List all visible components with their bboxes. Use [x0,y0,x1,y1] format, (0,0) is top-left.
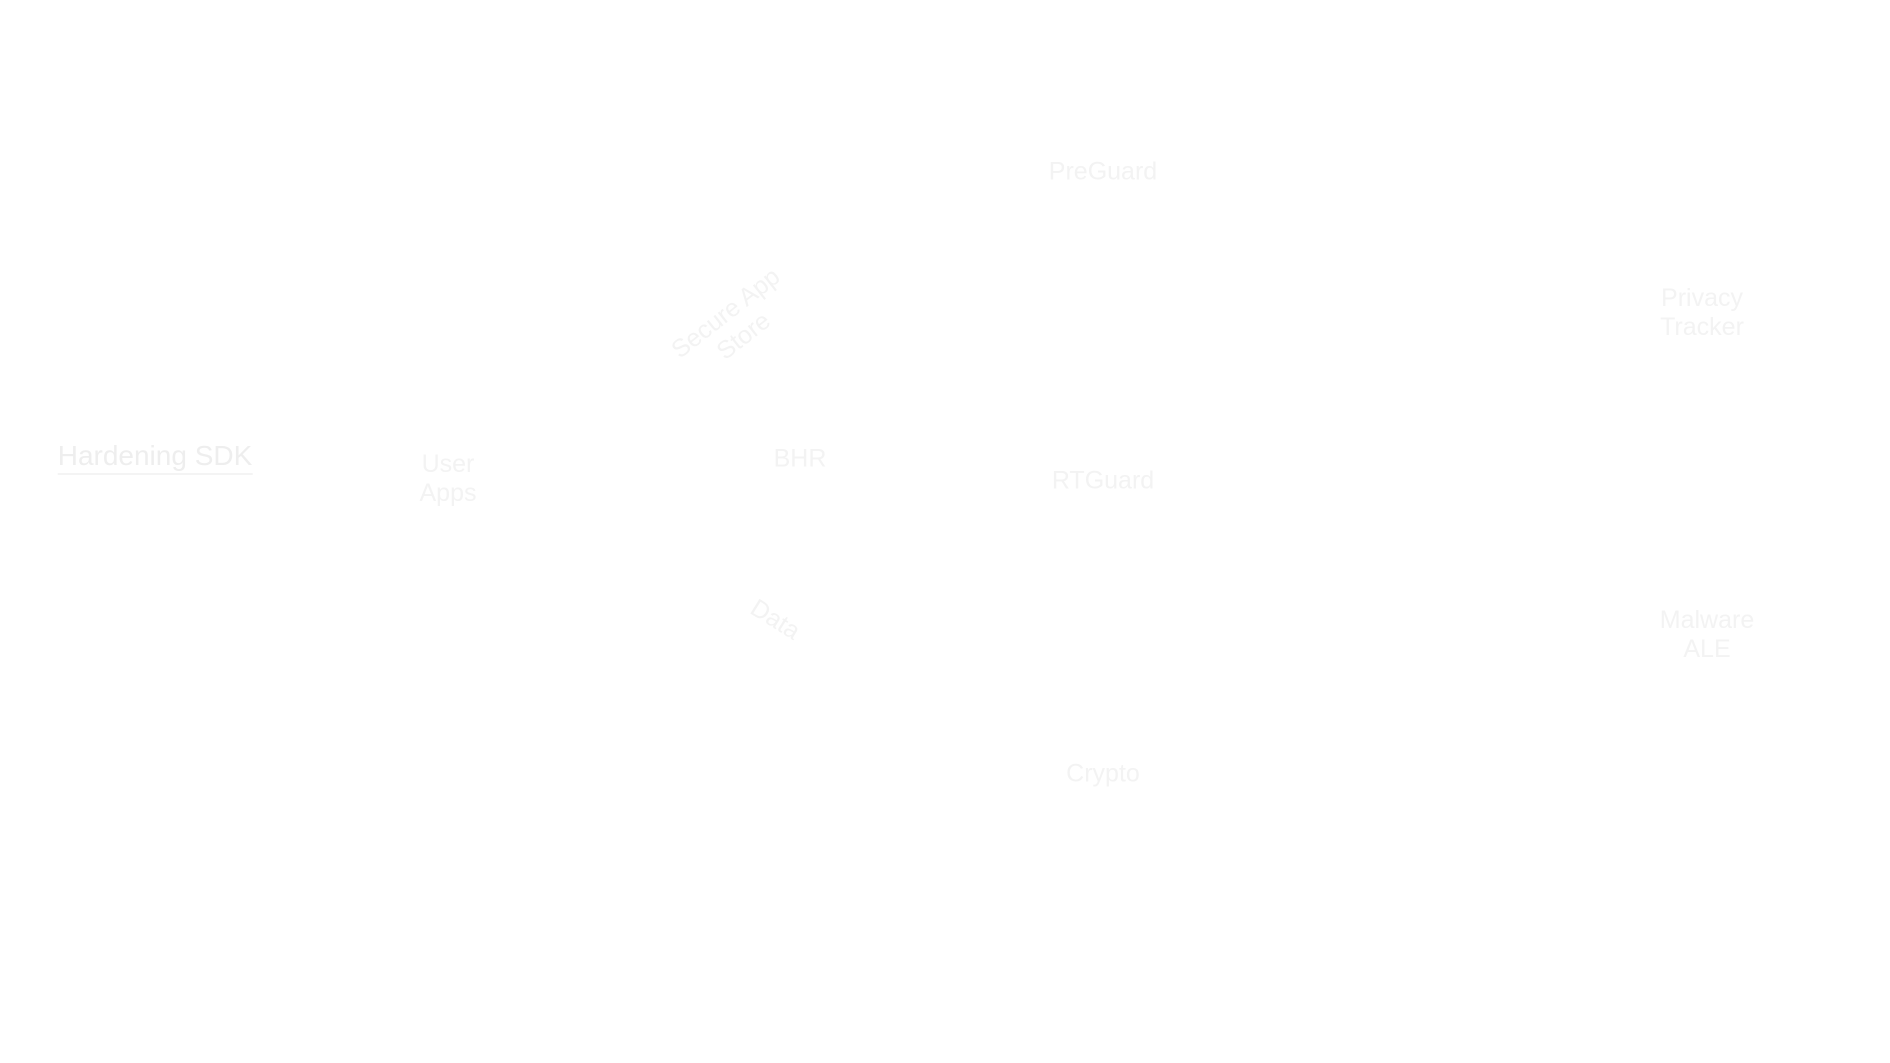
node-user-apps: User Apps [420,450,477,508]
node-user-apps-line-1: User [421,450,475,478]
node-secure-app-store: Secure App Store [666,262,804,387]
node-preguard: PreGuard [1048,157,1158,186]
node-rtguard: RTGuard [1051,466,1155,495]
node-data: Data [745,593,806,646]
node-malware-ale-line-2: ALE [1683,635,1731,663]
node-privacy-tracker-line-2: Tracker [1660,313,1744,341]
node-malware-ale-line-1: Malware [1659,606,1755,634]
node-privacy-tracker: Privacy Tracker [1660,284,1744,342]
node-user-apps-line-2: Apps [419,479,477,507]
node-bhr: BHR [773,444,827,473]
node-malware-ale: Malware ALE [1660,606,1754,664]
node-hardening-sdk: Hardening SDK [57,441,253,475]
node-crypto: Crypto [1066,759,1140,788]
node-privacy-tracker-line-1: Privacy [1661,284,1743,312]
